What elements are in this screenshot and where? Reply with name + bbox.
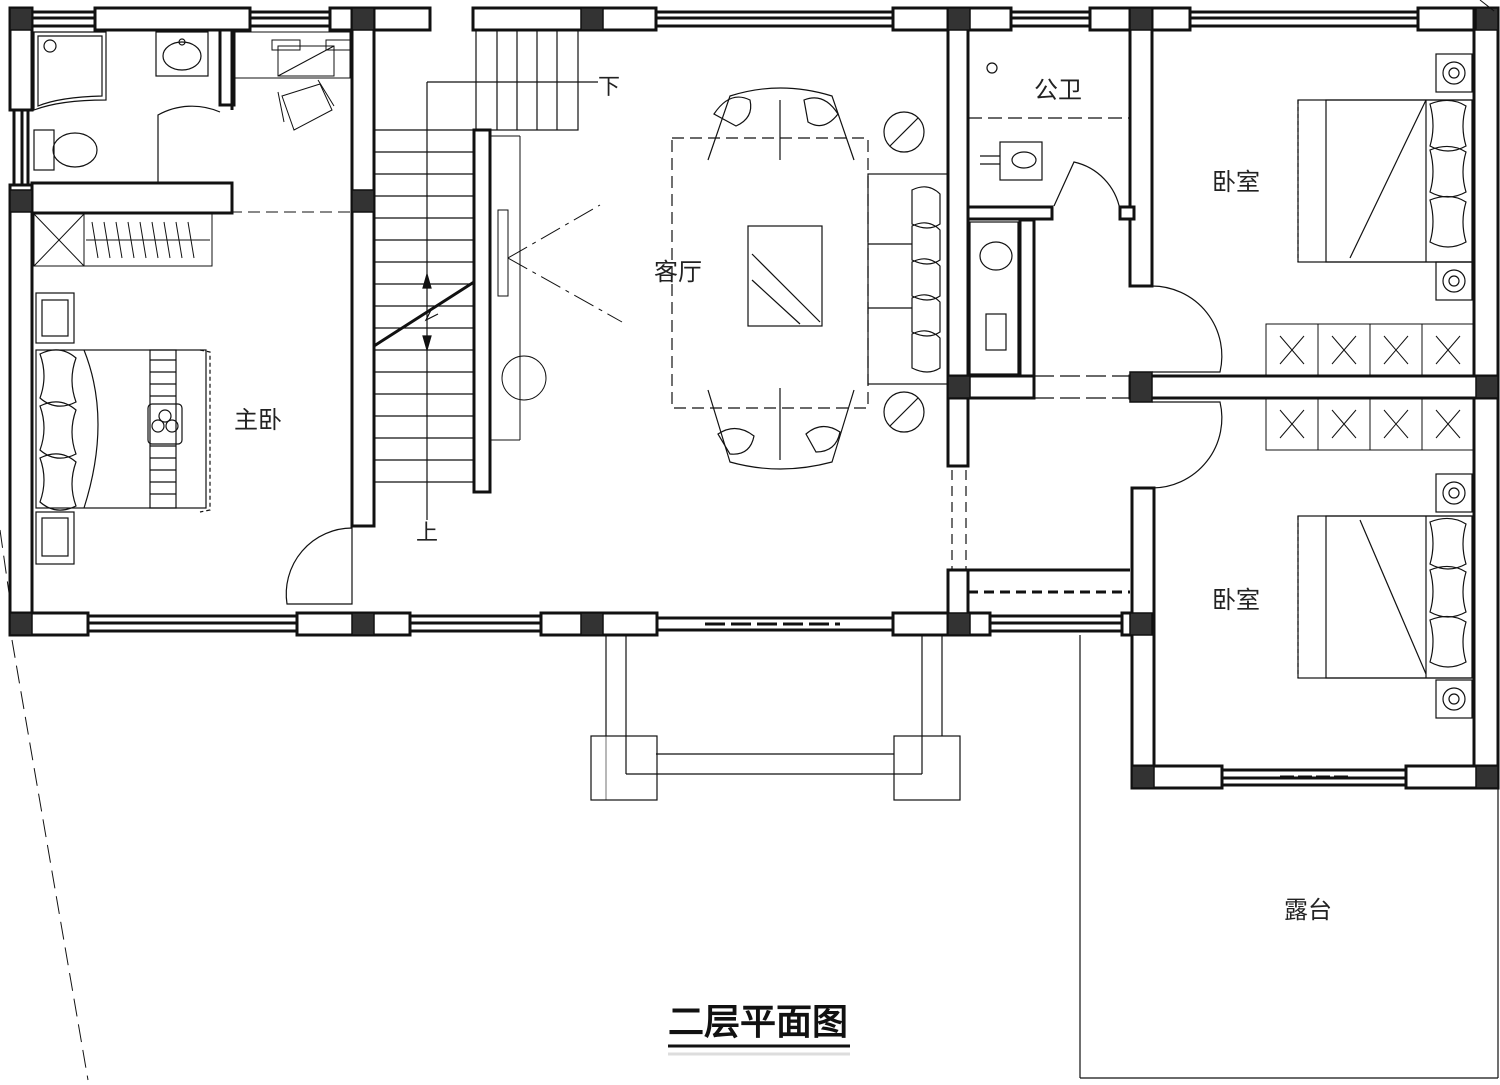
front-porch: [590, 635, 961, 801]
room-label-public-bathroom: 公卫: [1034, 76, 1082, 104]
living-room-furniture: [671, 87, 949, 470]
room-label-living-room: 客厅: [654, 258, 702, 286]
room-label-bedroom-lower: 卧室: [1212, 586, 1260, 614]
tv-cabinet: [490, 135, 623, 441]
study-fixtures: [233, 31, 351, 131]
master-bathroom-fixtures: [33, 31, 221, 182]
outer-walls: [8, 6, 1500, 790]
master-bed: [35, 292, 211, 565]
room-label-bedroom-upper: 卧室: [1212, 168, 1260, 196]
bedroom-doors[interactable]: [951, 285, 1223, 570]
staircase[interactable]: [373, 29, 598, 520]
plan-title: 二层平面图: [668, 1002, 848, 1043]
lower-bedroom-furniture: [1297, 473, 1475, 719]
structural-columns: [9, 7, 1499, 789]
upper-bedroom-furniture: [1297, 53, 1475, 301]
bedroom-wardrobes: [1265, 323, 1475, 451]
wardrobe: [32, 211, 352, 267]
master-bedroom-door[interactable]: [285, 527, 353, 605]
terrace: [1079, 635, 1499, 1079]
stair-down-label: 下: [598, 75, 620, 100]
public-bathroom-fixtures: [968, 62, 1130, 375]
interior-walls: [30, 6, 1500, 637]
stair-up-label: 上: [416, 521, 438, 546]
room-label-master-bedroom: 主卧: [234, 406, 282, 434]
room-label-terrace: 露台: [1284, 896, 1332, 924]
